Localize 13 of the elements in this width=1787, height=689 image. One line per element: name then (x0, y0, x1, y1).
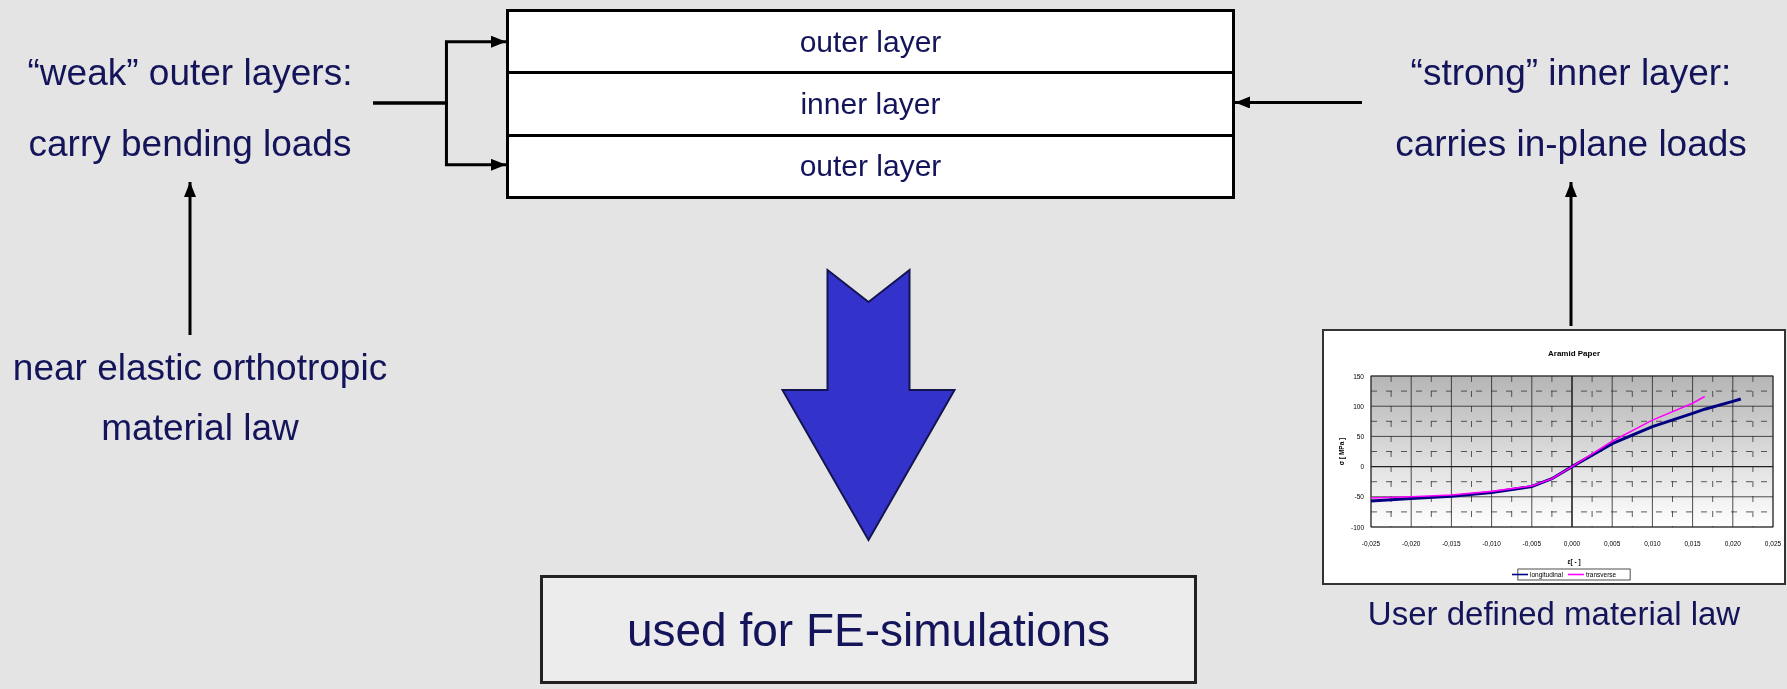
chart-title: Aramid Paper (1548, 349, 1600, 358)
annotation-text: near elastic orthotropic material law (0, 338, 400, 458)
chart-caption: User defined material law (1366, 595, 1742, 633)
block-arrow (780, 267, 957, 542)
annotation-text: “strong” inner layer: carries in-plane loads (1365, 37, 1777, 179)
arrow (184, 182, 196, 335)
arrow (1565, 182, 1577, 326)
annotation-text: “weak” outer layers: carry bending loads (10, 37, 370, 179)
layer-stack-box (506, 9, 1235, 199)
process-box: used for FE-simulations (540, 575, 1197, 684)
arrow (1235, 96, 1362, 109)
arrow (373, 101, 506, 171)
line-chart (1322, 329, 1786, 585)
